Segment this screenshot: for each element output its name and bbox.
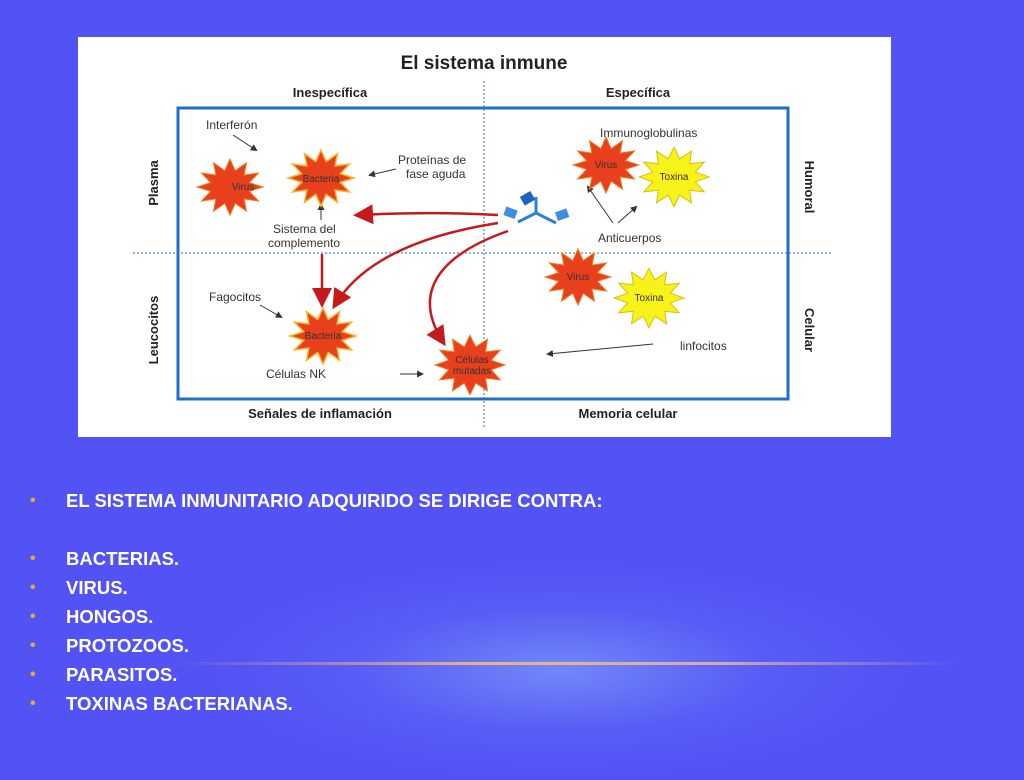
arrow-anticuerpos-right: [617, 205, 638, 224]
diagram-title: El sistema inmune: [401, 53, 568, 74]
bullet-list: • EL SISTEMA INMUNITARIO ADQUIRIDO SE DIR…: [28, 486, 603, 718]
bullet-dot: •: [30, 695, 36, 712]
bullet-dot: •: [30, 608, 36, 625]
diagram-canvas: El sistema inmune Inespecífica Específic…: [133, 53, 833, 429]
label-proteinas-2: fase aguda: [406, 167, 466, 181]
row-label-leucocitos: Leucocitos: [146, 296, 161, 365]
column-header-inespecifica: Inespecífica: [293, 85, 368, 100]
arrow-linfocitos: [546, 343, 654, 358]
bullet-dot: •: [30, 637, 36, 654]
list-item-text: PARASITOS.: [66, 664, 178, 685]
arrow-antibody-to-mutated-cells: [426, 229, 509, 347]
label-sistema-1: Sistema del: [273, 222, 336, 236]
list-item-text: TOXINAS BACTERIANAS.: [66, 693, 293, 714]
label-celulas-nk: Células NK: [266, 367, 326, 381]
star-toxina-humoral: Toxina: [637, 146, 711, 208]
list-item-text: VIRUS.: [66, 577, 128, 598]
list-item-text: BACTERIAS.: [66, 548, 180, 569]
list-item: • BACTERIAS.: [28, 544, 603, 573]
label-anticuerpos: Anticuerpos: [598, 231, 661, 245]
star-toxina-celular: Toxina: [612, 267, 686, 329]
star-celulas-mutadas: Células mutadas: [433, 334, 507, 396]
star-label-virus-celular: Virus: [567, 272, 590, 283]
row-label-celular: Celular: [802, 308, 817, 352]
star-label-virus-humoral: Virus: [595, 160, 618, 171]
arrow-interferon: [232, 134, 258, 152]
list-item-text: EL SISTEMA INMUNITARIO ADQUIRIDO SE DIRI…: [66, 490, 603, 511]
list-item: • PARASITOS.: [28, 660, 603, 689]
label-linfocitos: linfocitos: [680, 339, 727, 353]
arrow-fagocitos: [259, 304, 283, 318]
bottom-label-memoria: Memoria celular: [579, 406, 678, 421]
list-item-text: HONGOS.: [66, 606, 154, 627]
column-header-especifica: Específica: [606, 85, 671, 100]
arrow-antibody-to-bacteria: [332, 221, 499, 310]
arrow-antibody-to-complement: [353, 204, 499, 225]
star-virus-celular: Virus: [543, 247, 613, 307]
bullet-dot: •: [30, 550, 36, 567]
arrow-proteinas: [368, 168, 397, 178]
list-item: • PROTOZOOS.: [28, 631, 603, 660]
star-virus-humoral: Virus: [571, 135, 641, 195]
diagram-frame: [176, 106, 790, 401]
row-label-plasma: Plasma: [146, 159, 161, 205]
list-item-text: PROTOZOOS.: [66, 635, 190, 656]
star-label-celulas-2: mutadas: [453, 366, 491, 377]
label-immunoglobulinas: Immunoglobulinas: [600, 126, 697, 140]
bullet-dot: •: [30, 666, 36, 683]
list-item: • TOXINAS BACTERIANAS.: [28, 689, 603, 718]
star-label-bacteria: Bacteria: [303, 174, 340, 185]
bullet-dot: •: [30, 579, 36, 596]
star-label-bacteria-leucocitos: Bacteria: [305, 331, 342, 342]
label-proteinas-1: Proteínas de: [398, 153, 466, 167]
star-label-toxina-celular: Toxina: [635, 293, 664, 304]
star-bacteria-plasma: Bacteria: [285, 148, 357, 208]
list-item-intro: • EL SISTEMA INMUNITARIO ADQUIRIDO SE DIR…: [28, 486, 603, 515]
bottom-label-inflamacion: Señales de inflamación: [248, 406, 392, 421]
star-label-toxina: Toxina: [660, 172, 689, 183]
list-item: • HONGOS.: [28, 602, 603, 631]
label-fagocitos: Fagocitos: [209, 290, 261, 304]
label-sistema-2: complemento: [268, 236, 340, 250]
bullet-dot: •: [30, 492, 36, 509]
star-bacteria-leucocitos: Bacteria: [287, 306, 359, 366]
star-label-virus: Virus: [232, 182, 255, 193]
antibody-icon: [503, 190, 570, 225]
arrow-anticuerpos-left: [586, 185, 614, 224]
list-item: • VIRUS.: [28, 573, 603, 602]
star-virus-plasma: Virus: [195, 157, 265, 217]
immune-system-diagram: El sistema inmune Inespecífica Específic…: [78, 37, 891, 437]
row-label-humoral: Humoral: [802, 161, 817, 214]
label-interferon: Interferón: [206, 118, 257, 132]
star-label-celulas-1: Células: [455, 355, 488, 366]
